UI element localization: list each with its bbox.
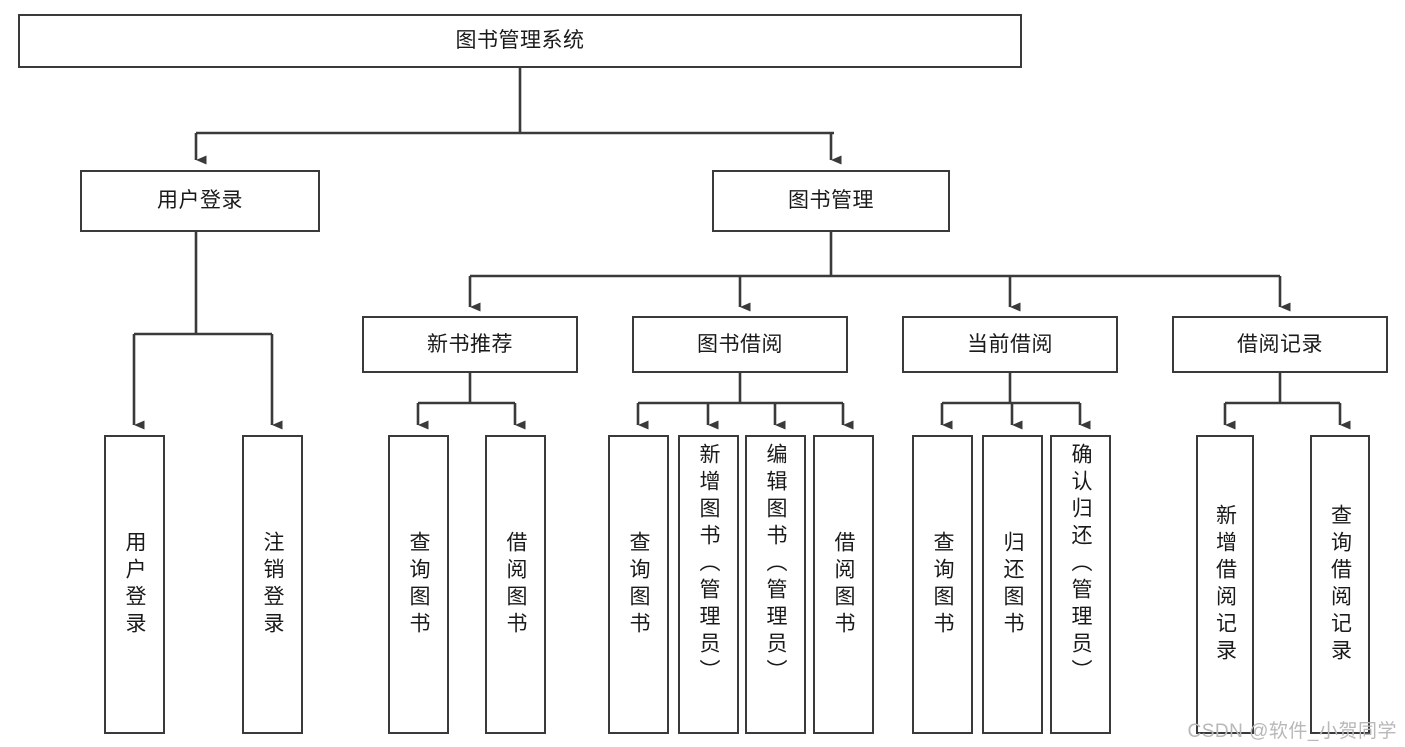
leaf-borrow-record-query[interactable]: 查询借阅记录: [1310, 435, 1370, 734]
node-borrow-record[interactable]: 借阅记录: [1172, 316, 1388, 373]
leaf-user-login-login[interactable]: 用户登录: [104, 435, 165, 734]
node-label: 借阅记录: [1237, 332, 1323, 356]
node-label: 编辑图书（管理员）: [764, 443, 787, 686]
node-label: 查询图书: [407, 530, 430, 639]
node-label: 图书管理系统: [455, 29, 585, 53]
node-label: 查询图书: [627, 530, 650, 639]
node-label: 新书推荐: [427, 332, 513, 356]
node-root-system[interactable]: 图书管理系统: [18, 14, 1022, 68]
node-label: 新增图书（管理员）: [697, 443, 720, 686]
leaf-book-borrow-add[interactable]: 新增图书（管理员）: [678, 435, 739, 734]
leaf-book-borrow-borrow[interactable]: 借阅图书: [813, 435, 874, 734]
node-label: 查询图书: [931, 530, 954, 639]
leaf-current-borrow-return[interactable]: 归还图书: [982, 435, 1043, 734]
watermark-text: CSDN @软件_小贺同学: [1187, 721, 1397, 742]
node-label: 借阅图书: [504, 530, 527, 639]
node-label: 图书管理: [788, 189, 874, 213]
node-book-borrow[interactable]: 图书借阅: [632, 316, 848, 373]
node-label: 查询借阅记录: [1328, 503, 1352, 666]
leaf-borrow-record-add[interactable]: 新增借阅记录: [1196, 435, 1254, 734]
node-book-management[interactable]: 图书管理: [712, 170, 950, 232]
node-label: 用户登录: [157, 189, 243, 213]
node-current-borrow[interactable]: 当前借阅: [902, 316, 1118, 373]
leaf-new-book-query[interactable]: 查询图书: [388, 435, 449, 734]
node-label: 图书借阅: [697, 332, 783, 356]
leaf-user-login-logout[interactable]: 注销登录: [242, 435, 303, 734]
leaf-current-borrow-query[interactable]: 查询图书: [912, 435, 973, 734]
leaf-book-borrow-query[interactable]: 查询图书: [608, 435, 669, 734]
node-label: 当前借阅: [967, 332, 1053, 356]
node-label: 借阅图书: [832, 530, 855, 639]
node-label: 新增借阅记录: [1213, 503, 1237, 666]
node-new-book-recommend[interactable]: 新书推荐: [362, 316, 578, 373]
leaf-new-book-borrow[interactable]: 借阅图书: [485, 435, 546, 734]
node-label: 确认归还（管理员）: [1069, 443, 1092, 686]
node-label: 用户登录: [123, 530, 146, 639]
node-label: 注销登录: [261, 530, 284, 639]
leaf-book-borrow-edit[interactable]: 编辑图书（管理员）: [745, 435, 806, 734]
node-label: 归还图书: [1001, 530, 1024, 639]
node-user-login[interactable]: 用户登录: [80, 170, 320, 232]
leaf-current-borrow-confirm-return[interactable]: 确认归还（管理员）: [1050, 435, 1111, 734]
